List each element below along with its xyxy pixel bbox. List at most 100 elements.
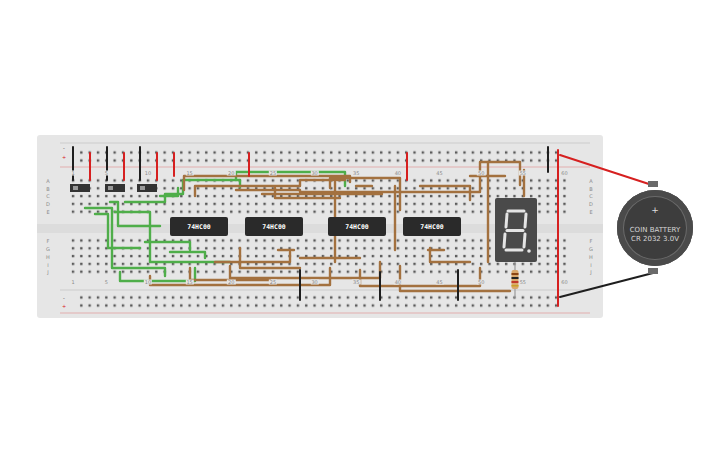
wire-red <box>173 153 175 176</box>
ic-chip: 74HC00 <box>245 217 303 236</box>
wire-red <box>557 150 559 306</box>
wire-brown <box>240 248 300 268</box>
battery-label: COIN BATTERY CR 2032 3.0V <box>627 226 683 244</box>
wire-brown <box>275 188 340 198</box>
wire-brown <box>278 249 294 251</box>
slide-switch <box>105 184 125 192</box>
resistor-symbol <box>512 262 519 298</box>
wire-brown <box>470 175 505 177</box>
row-letter: F <box>589 239 594 244</box>
column-number: 5 <box>104 280 109 285</box>
wire-brown <box>184 176 350 190</box>
wire-red <box>248 153 250 176</box>
wire-brown <box>360 268 480 286</box>
column-number: 60 <box>560 171 568 176</box>
column-number: 45 <box>435 171 443 176</box>
wire-brown <box>420 186 470 200</box>
row-letter: A <box>45 179 50 184</box>
wire-brown <box>394 186 396 250</box>
wire-green <box>170 252 205 258</box>
row-letter: A <box>588 179 593 184</box>
resistor-symbol <box>512 281 519 283</box>
breadboard <box>60 143 590 144</box>
wire-brown <box>400 266 510 291</box>
wire-green <box>110 202 160 226</box>
slide-switch <box>70 184 157 192</box>
seven-segment-display <box>506 249 522 252</box>
column-number: 50 <box>477 171 485 176</box>
slide-switch <box>137 184 157 192</box>
row-letter: D <box>588 202 594 207</box>
resistor-symbol <box>512 273 519 275</box>
part-number: 74HC00 <box>420 223 443 231</box>
row-letter: I <box>589 262 592 267</box>
row-letter: E <box>45 210 50 215</box>
column-number: 15 <box>185 171 193 176</box>
column-number: 35 <box>352 280 360 285</box>
column-number: 35 <box>352 171 360 176</box>
part-number: 74HC00 <box>187 223 210 231</box>
slide-switch <box>73 186 78 190</box>
seven-segment-display <box>506 214 507 227</box>
row-letter: E <box>588 210 593 215</box>
row-letter: I <box>46 262 49 267</box>
wire-red <box>560 155 655 186</box>
slide-switch <box>108 186 113 190</box>
wire-red <box>123 153 125 180</box>
wire-brown <box>356 185 372 187</box>
battery-tab <box>648 181 658 187</box>
rail-sign: - <box>62 146 66 151</box>
column-number: 30 <box>310 280 318 285</box>
column-number: 40 <box>394 171 402 176</box>
seven-segment-display <box>527 249 531 253</box>
wire-brown <box>150 268 330 285</box>
ic-chip: 74HC00 <box>403 217 461 236</box>
wire-black <box>547 147 549 172</box>
column-number: 50 <box>477 280 485 285</box>
slide-switch <box>70 184 90 192</box>
part-number: 74HC00 <box>262 223 285 231</box>
wire-red <box>156 153 158 180</box>
wire-red <box>89 153 91 180</box>
wire-brown <box>215 252 290 262</box>
column-number: 20 <box>227 171 235 176</box>
row-letter: G <box>45 247 51 252</box>
column-number: 1 <box>70 280 75 285</box>
wire-black <box>457 270 459 300</box>
row-letter: H <box>45 255 51 260</box>
wire-black <box>73 147 653 300</box>
column-number: 20 <box>227 280 235 285</box>
resistor-symbol <box>512 277 519 279</box>
polarity-mark: + <box>650 206 660 215</box>
wire-green <box>125 180 240 202</box>
wire-brown <box>262 193 382 195</box>
wire-brown <box>150 162 524 291</box>
ic-chip: 74HC00 <box>170 217 228 236</box>
wire-brown <box>230 262 380 278</box>
wire-black <box>379 272 381 300</box>
row-letter: C <box>588 194 594 199</box>
seven-segment-display <box>495 198 537 262</box>
resistor-symbol <box>512 285 519 287</box>
row-letter: F <box>46 239 51 244</box>
column-number: 60 <box>560 280 568 285</box>
wire-red <box>406 153 408 180</box>
wire-brown <box>300 257 360 259</box>
row-letter: C <box>45 194 51 199</box>
breadboard <box>60 313 590 314</box>
column-number: 55 <box>519 171 527 176</box>
wire-green <box>145 242 190 250</box>
breadboard <box>37 135 603 318</box>
column-number: 25 <box>269 171 277 176</box>
wire-red <box>90 150 655 306</box>
resistor-symbol <box>512 270 519 289</box>
rail-sign: + <box>61 304 67 309</box>
wire-green <box>120 268 195 281</box>
rail-sign: - <box>62 296 66 301</box>
row-letter: B <box>588 186 593 191</box>
wire-green <box>85 172 345 281</box>
column-number: 10 <box>144 171 152 176</box>
seven-segment-display <box>508 210 524 213</box>
wire-black <box>299 270 301 300</box>
column-number: 5 <box>104 171 109 176</box>
